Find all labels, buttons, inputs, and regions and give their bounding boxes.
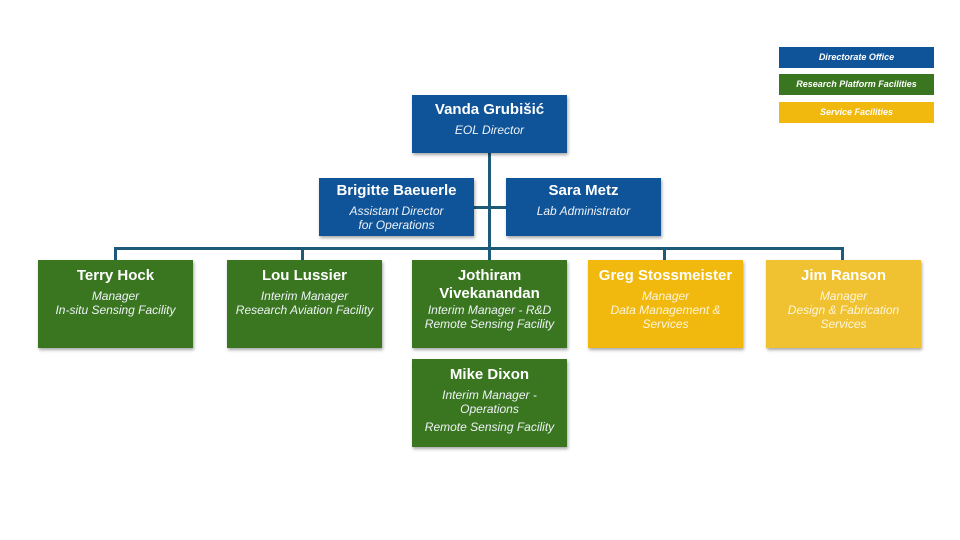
manager-role-1: Manager (819, 289, 868, 303)
legend-directorate-office: Directorate Office (779, 47, 934, 68)
mike-role-3: Remote Sensing Facility (424, 420, 555, 434)
manager-box-jim-ranson: Jim Ranson Manager Design & Fabrication … (766, 260, 921, 348)
connector-staff (473, 206, 506, 209)
connector-terry (114, 247, 117, 261)
manager-name-1: Jothiram (457, 267, 522, 284)
manager-role-1: Manager (641, 289, 690, 303)
connector-jothiram (488, 247, 491, 261)
mike-role-1: Interim Manager - (442, 388, 537, 402)
director-name: Vanda Grubišić (434, 101, 545, 118)
manager-name: Greg Stossmeister (598, 267, 733, 284)
assistant-director-box: Brigitte Baeuerle Assistant Director for… (319, 178, 474, 236)
connector-greg (663, 247, 666, 261)
manager-name: Jim Ranson (800, 267, 887, 284)
assistant-director-name: Brigitte Baeuerle (336, 182, 457, 199)
assistant-director-role-1: Assistant Director (349, 204, 444, 218)
lab-admin-box: Sara Metz Lab Administrator (506, 178, 661, 236)
director-role: EOL Director (454, 123, 525, 137)
manager-name: Lou Lussier (261, 267, 347, 284)
manager-role-3: Services (820, 317, 867, 331)
manager-box-greg-stossmeister: Greg Stossmeister Manager Data Managemen… (588, 260, 743, 348)
connector-trunk (488, 153, 491, 249)
manager-role-3: Services (642, 317, 689, 331)
connector-horizontal (114, 247, 844, 250)
manager-role-2: In-situ Sensing Facility (55, 303, 176, 317)
manager-box-terry-hock: Terry Hock Manager In-situ Sensing Facil… (38, 260, 193, 348)
lab-admin-name: Sara Metz (548, 182, 619, 199)
legend-service-facilities: Service Facilities (779, 102, 934, 123)
manager-name: Terry Hock (76, 267, 155, 284)
assistant-director-role-2: for Operations (358, 218, 435, 232)
manager-role-1: Interim Manager - R&D (427, 303, 552, 317)
connector-lou (301, 247, 304, 261)
director-box: Vanda Grubišić EOL Director (412, 95, 567, 153)
manager-box-lou-lussier: Lou Lussier Interim Manager Research Avi… (227, 260, 382, 348)
lab-admin-role: Lab Administrator (536, 204, 631, 218)
mike-name: Mike Dixon (449, 366, 530, 383)
manager-role-2: Remote Sensing Facility (424, 317, 555, 331)
manager-box-mike-dixon: Mike Dixon Interim Manager - Operations … (412, 359, 567, 447)
manager-role-1: Interim Manager (260, 289, 349, 303)
manager-role-2: Research Aviation Facility (235, 303, 374, 317)
manager-box-jothiram-vivekanandan: Jothiram Vivekanandan Interim Manager - … (412, 260, 567, 348)
manager-role-1: Manager (91, 289, 140, 303)
manager-role-2: Data Management & (610, 303, 721, 317)
legend-research-platform-facilities: Research Platform Facilities (779, 74, 934, 95)
mike-role-2: Operations (460, 402, 519, 416)
manager-name-2: Vivekanandan (439, 285, 540, 302)
manager-role-2: Design & Fabrication (787, 303, 900, 317)
connector-jim (841, 247, 844, 261)
